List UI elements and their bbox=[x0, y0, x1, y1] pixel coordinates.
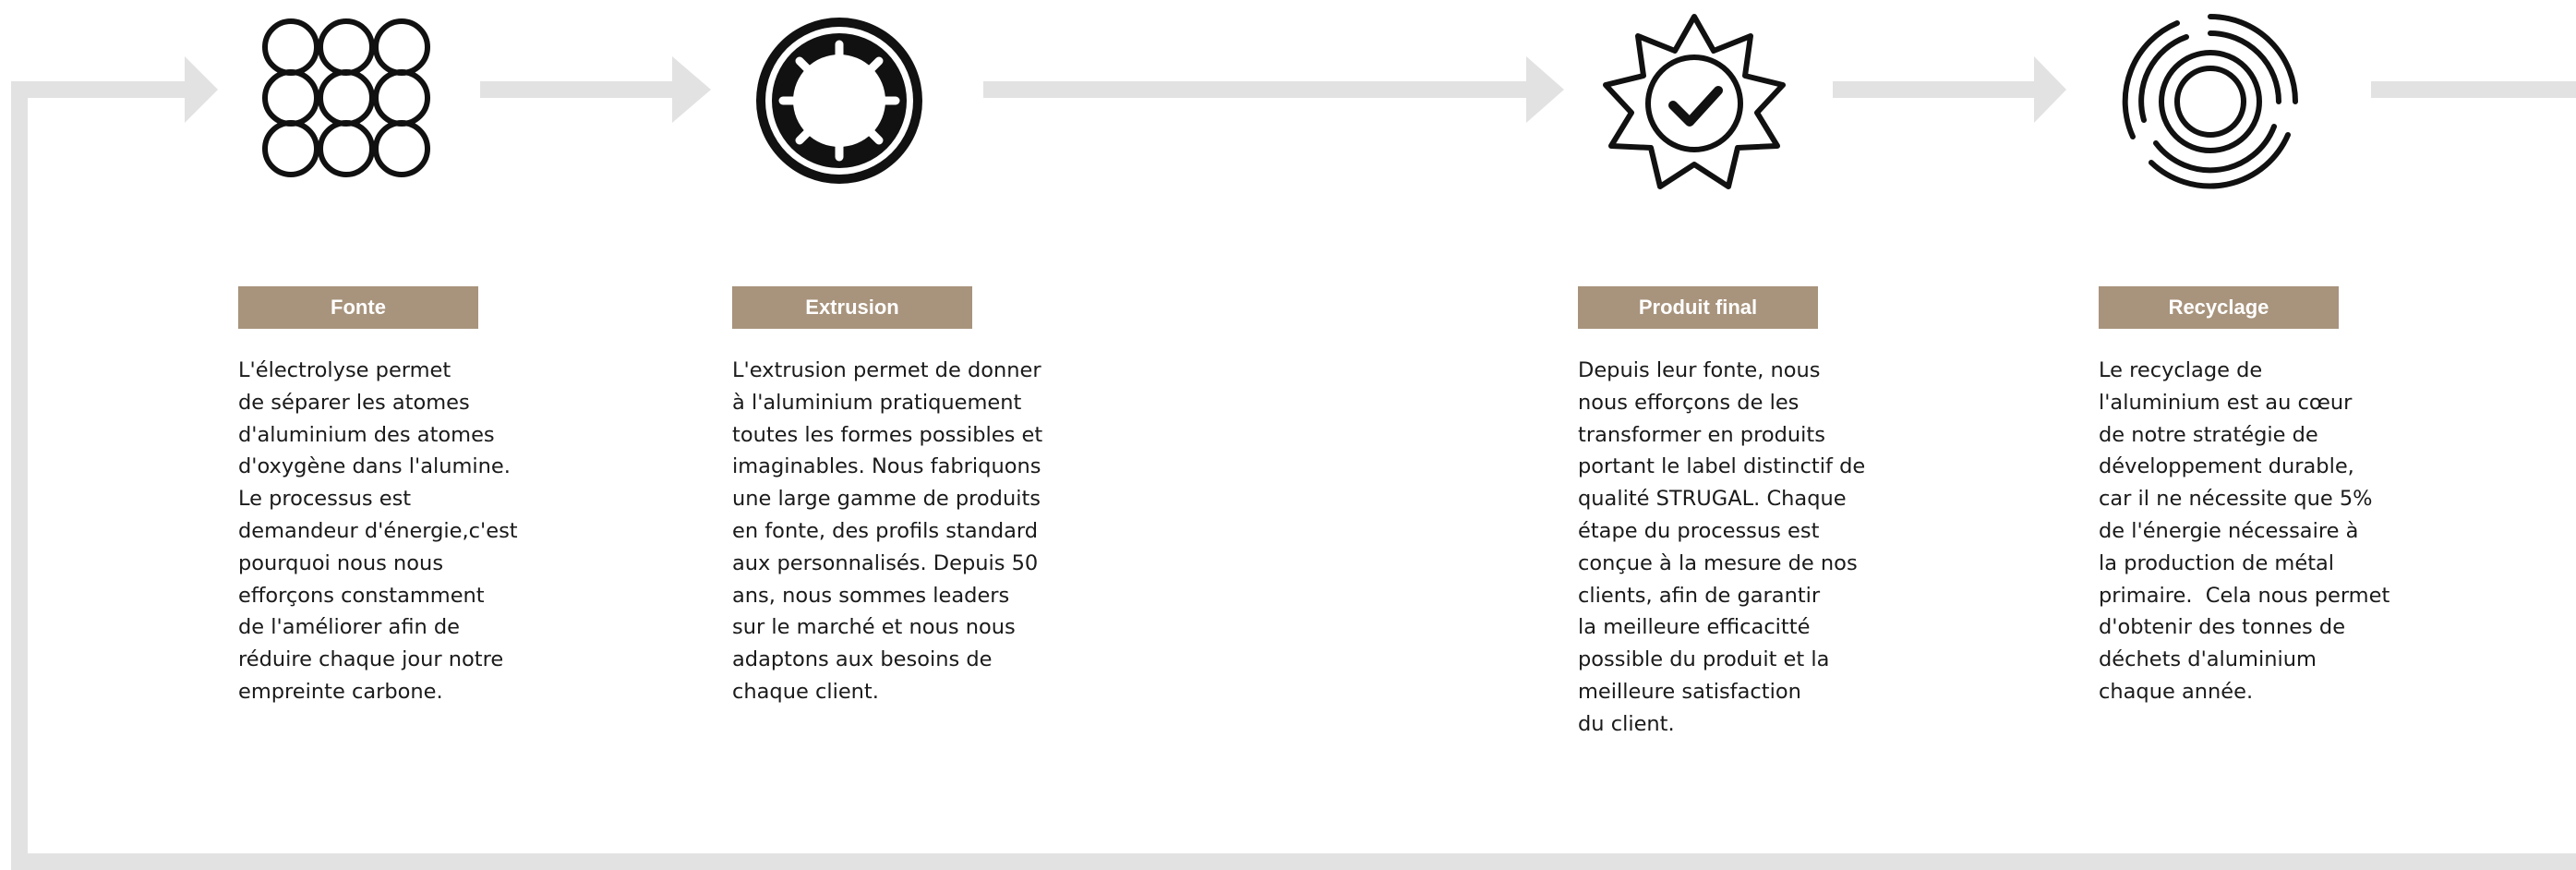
step-label-extrusion: Extrusion bbox=[732, 286, 972, 329]
return-loop-bottom bbox=[11, 853, 2576, 870]
step-description-extrusion: L'extrusion permet de donner à l'alumini… bbox=[732, 358, 1043, 704]
step-extrusion: Extrusion L'extrusion permet de donner à… bbox=[732, 286, 1042, 708]
step-label-recyclage: Recyclage bbox=[2099, 286, 2339, 329]
nine-circles-icon bbox=[262, 18, 430, 177]
extrusion-die-icon bbox=[756, 18, 922, 184]
arrow-into-recyclage bbox=[2034, 56, 2066, 123]
arrow-into-fonte bbox=[185, 56, 218, 123]
step-fonte: Fonte L'électrolyse permet de séparer le… bbox=[238, 286, 518, 708]
step-produit-final: Produit final Depuis leur fonte, nous no… bbox=[1578, 286, 1865, 741]
step-label-fonte: Fonte bbox=[238, 286, 478, 329]
recycling-rings-icon bbox=[2122, 14, 2298, 189]
step-description-fonte: L'électrolyse permet de séparer les atom… bbox=[238, 358, 518, 704]
step-label-produit-final: Produit final bbox=[1578, 286, 1818, 329]
return-loop-left bbox=[11, 81, 28, 870]
quality-badge-check-icon bbox=[1603, 14, 1786, 189]
arrow-into-produit-final bbox=[1526, 56, 1564, 123]
connector-fonte-extrusion bbox=[480, 81, 674, 98]
connector-extrusion-produit bbox=[983, 81, 1528, 98]
connector-produit-recyclage bbox=[1833, 81, 2036, 98]
step-description-produit-final: Depuis leur fonte, nous nous efforçons d… bbox=[1578, 358, 1866, 736]
connector-out-recyclage bbox=[2371, 81, 2576, 98]
arrow-into-extrusion bbox=[672, 56, 711, 123]
step-description-recyclage: Le recyclage de l'aluminium est au cœur … bbox=[2099, 358, 2390, 704]
connector-into-fonte bbox=[11, 81, 187, 98]
step-recyclage: Recyclage Le recyclage de l'aluminium es… bbox=[2099, 286, 2389, 708]
